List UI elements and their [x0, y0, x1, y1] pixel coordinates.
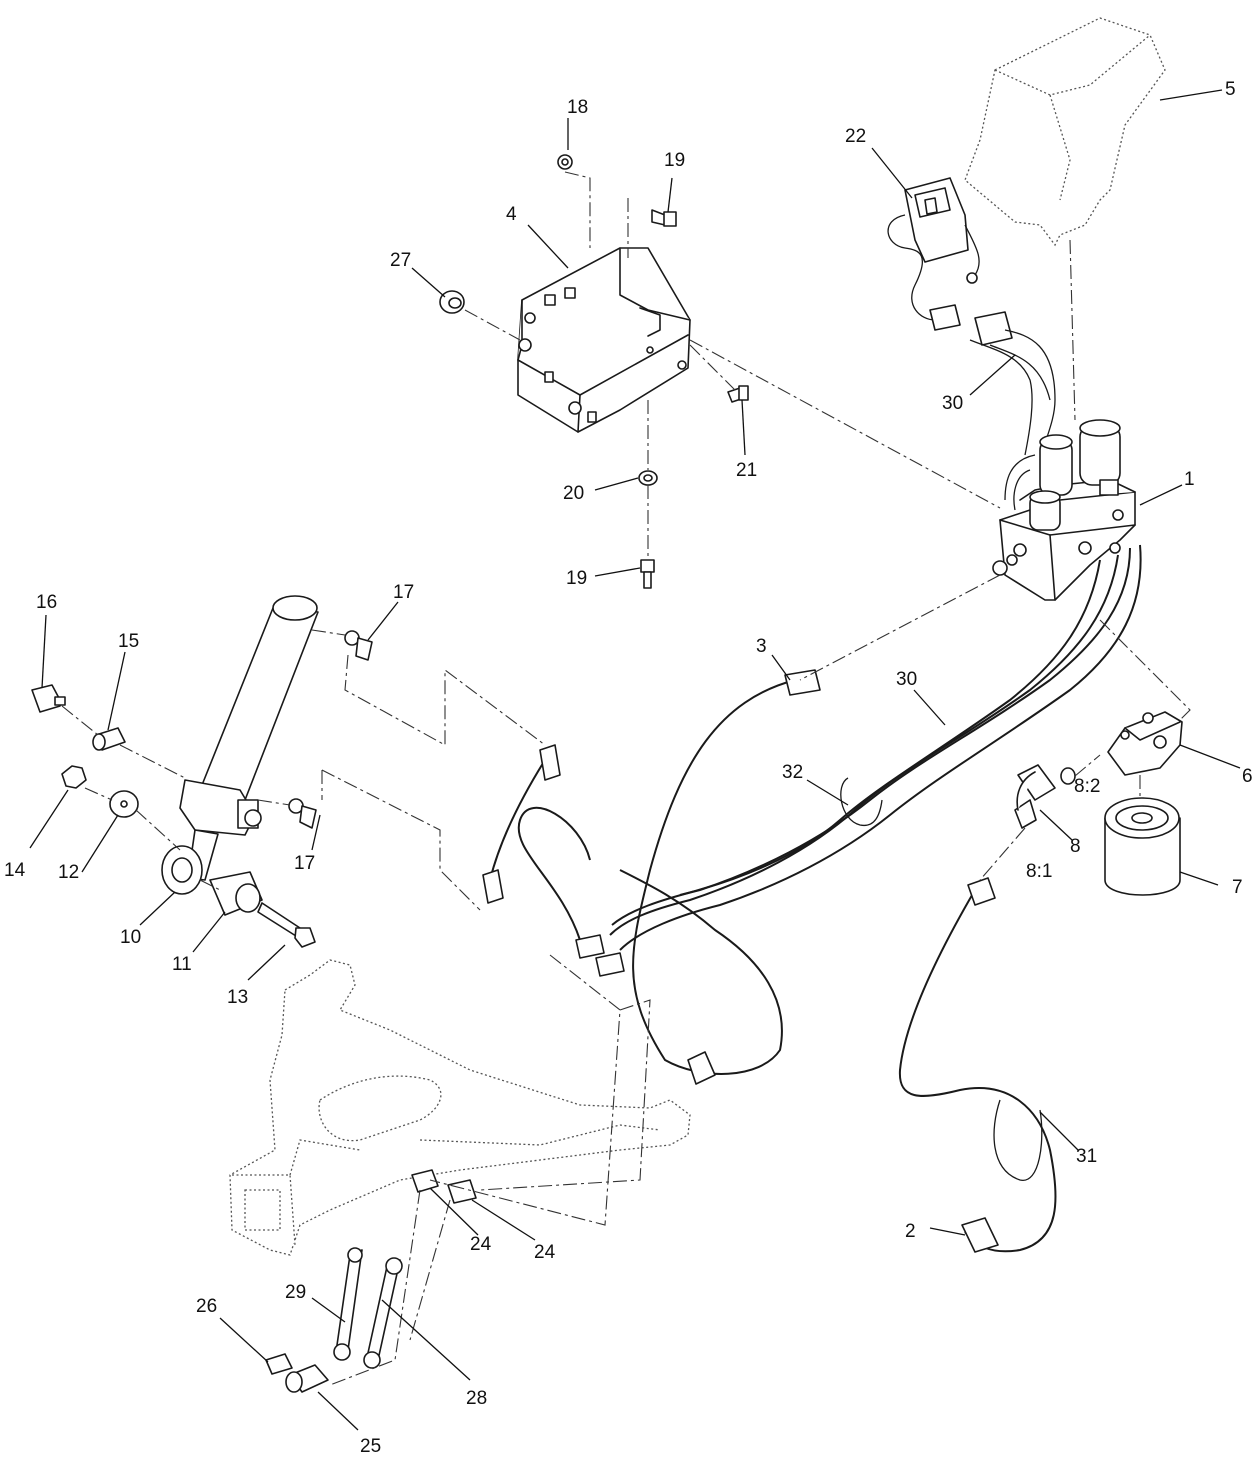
callout-28: 28: [466, 1388, 487, 1409]
callout-22: 22: [845, 126, 866, 147]
part-filter-head[interactable]: [1107, 711, 1183, 776]
callout-26: 26: [196, 1296, 217, 1317]
callout-17a: 17: [393, 582, 414, 603]
part-hose-bundle[interactable]: [482, 544, 1142, 1085]
callout-8-1: 8:1: [1026, 861, 1052, 882]
callout-1: 1: [1184, 469, 1195, 490]
callout-13: 13: [227, 987, 248, 1008]
part-cylinder[interactable]: [161, 595, 319, 895]
part-pin-16[interactable]: [31, 684, 66, 713]
part-hose-2[interactable]: [898, 877, 1057, 1253]
callout-21: 21: [736, 460, 757, 481]
callout-12: 12: [58, 862, 79, 883]
part-elbow-fitting[interactable]: [1014, 764, 1056, 829]
part-bracket[interactable]: [517, 247, 691, 433]
callout-labels: 1 2 3 4 5 6 7 8 8:1 8:2 10 11 12 13 14 1…: [4, 79, 1253, 1457]
callout-24b: 24: [534, 1242, 556, 1263]
callout-32: 32: [782, 762, 803, 783]
part-fitting-24b[interactable]: [447, 1179, 477, 1204]
callout-20: 20: [563, 483, 584, 504]
callout-8: 8: [1070, 836, 1081, 857]
leader-lines: [29, 89, 1241, 1431]
part-cover[interactable]: [964, 17, 1166, 247]
part-link-29[interactable]: [333, 1247, 363, 1361]
part-bolt-13[interactable]: [257, 902, 316, 948]
part-clamp-32[interactable]: [840, 777, 883, 827]
callout-3: 3: [756, 636, 767, 657]
callout-17b: 17: [294, 853, 315, 874]
callout-6: 6: [1242, 766, 1253, 787]
part-o-ring[interactable]: [1060, 767, 1076, 785]
part-washer-12[interactable]: [109, 790, 139, 818]
part-fastener-19b[interactable]: [640, 559, 655, 589]
callout-30a: 30: [942, 393, 963, 414]
callout-7: 7: [1232, 877, 1243, 898]
callout-2: 2: [905, 1221, 916, 1242]
callout-16: 16: [36, 592, 57, 613]
callout-5: 5: [1225, 79, 1236, 100]
part-fastener-27[interactable]: [439, 290, 465, 314]
part-fitting-25[interactable]: [285, 1364, 329, 1393]
callout-4: 4: [506, 204, 517, 225]
part-fastener-18[interactable]: [557, 154, 573, 170]
part-switch-harness[interactable]: [887, 177, 1056, 461]
part-fastener-21[interactable]: [727, 385, 749, 403]
assembly-lines: [61, 171, 1191, 1386]
part-frame: [229, 959, 691, 1256]
part-valve-manifold[interactable]: [992, 419, 1136, 601]
part-fastener-20[interactable]: [638, 470, 658, 486]
callout-15: 15: [118, 631, 139, 652]
callout-18: 18: [567, 97, 588, 118]
callout-11: 11: [172, 954, 192, 975]
callout-10: 10: [120, 927, 141, 948]
part-fastener-19a[interactable]: [651, 209, 677, 227]
part-bushing-15[interactable]: [92, 727, 126, 751]
part-spacer-11[interactable]: [209, 871, 263, 916]
callout-29: 29: [285, 1282, 306, 1303]
part-hose-3[interactable]: [619, 669, 821, 1075]
callout-24a: 24: [470, 1234, 492, 1255]
part-oil-filter[interactable]: [1104, 797, 1181, 896]
callout-19b: 19: [566, 568, 587, 589]
part-fitting-24a[interactable]: [411, 1169, 439, 1193]
part-link-28[interactable]: [363, 1257, 403, 1369]
callout-27: 27: [390, 250, 411, 271]
callout-25: 25: [360, 1436, 381, 1457]
callout-19a: 19: [664, 150, 685, 171]
part-fitting-17a[interactable]: [344, 630, 373, 661]
callout-30b: 30: [896, 669, 917, 690]
callout-31: 31: [1076, 1146, 1097, 1167]
callout-14: 14: [4, 860, 26, 881]
part-fitting-17b[interactable]: [288, 798, 317, 829]
part-nut-14[interactable]: [61, 765, 87, 789]
callout-8-2: 8:2: [1074, 776, 1100, 797]
part-fitting-26[interactable]: [265, 1353, 293, 1375]
